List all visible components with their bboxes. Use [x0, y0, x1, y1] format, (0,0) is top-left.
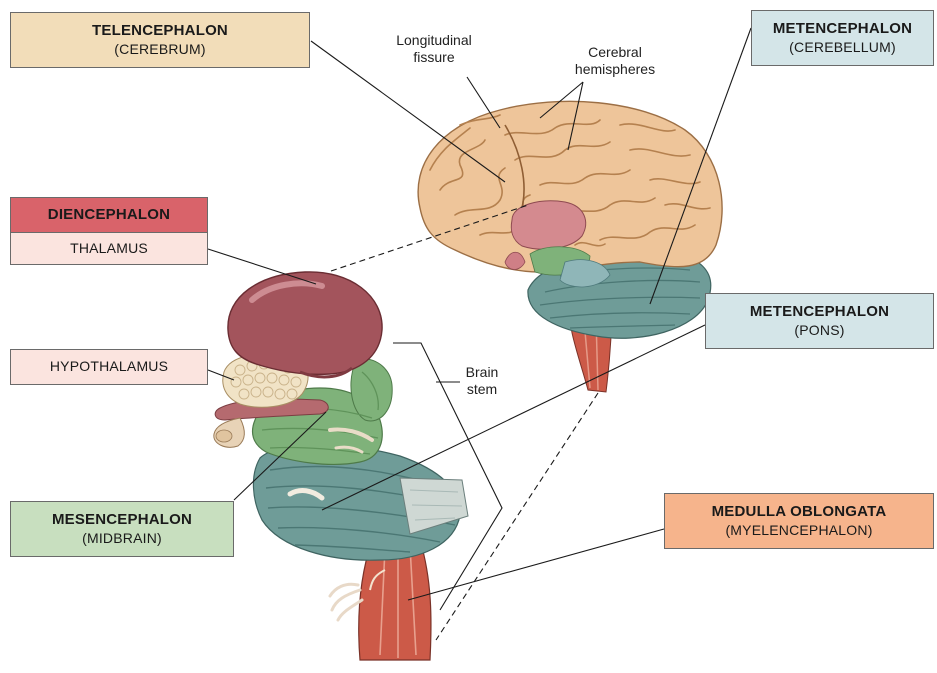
- brain-stem-label: Brain stem: [458, 364, 506, 398]
- metencephalon-cerebellum-title: METENCEPHALON: [773, 20, 912, 38]
- diencephalon-header-box: DIENCEPHALON: [10, 197, 208, 233]
- telencephalon-subtitle: (CEREBRUM): [114, 41, 205, 58]
- thalamus-shape: [228, 272, 382, 375]
- longitudinal-line2: fissure: [382, 49, 486, 66]
- whole-brain-diencephalon: [511, 201, 585, 249]
- longitudinal-fissure-label: Longitudinal fissure: [382, 32, 486, 66]
- mesencephalon-title: MESENCEPHALON: [52, 511, 192, 529]
- metencephalon-cerebellum-box: METENCEPHALON (CEREBELLUM): [751, 10, 934, 66]
- cerebral-line1: Cerebral: [560, 44, 670, 61]
- hypothalamus-box: HYPOTHALAMUS: [10, 349, 208, 385]
- telencephalon-title: TELENCEPHALON: [92, 22, 228, 40]
- metencephalon-pons-subtitle: (PONS): [794, 322, 844, 339]
- whole-brain-cerebrum: [418, 101, 722, 272]
- telencephalon-box: TELENCEPHALON (CEREBRUM): [10, 12, 310, 68]
- mesencephalon-subtitle: (MIDBRAIN): [82, 530, 162, 547]
- metencephalon-cerebellum-subtitle: (CEREBELLUM): [789, 39, 896, 56]
- medulla-subtitle: (MYELENCEPHALON): [725, 522, 872, 539]
- diencephalon-title: DIENCEPHALON: [48, 206, 170, 224]
- whole-brain: [418, 101, 722, 392]
- brain-stem-line2: stem: [458, 381, 506, 398]
- metencephalon-pons-title: METENCEPHALON: [750, 303, 889, 321]
- longitudinal-line1: Longitudinal: [382, 32, 486, 49]
- metencephalon-pons-box: METENCEPHALON (PONS): [705, 293, 934, 349]
- hypothalamus-label: HYPOTHALAMUS: [50, 358, 168, 375]
- thalamus-label: THALAMUS: [70, 240, 148, 257]
- thalamus-box: THALAMUS: [10, 232, 208, 265]
- cerebral-line2: hemispheres: [560, 61, 670, 78]
- cerebral-hemispheres-label: Cerebral hemispheres: [560, 44, 670, 78]
- medulla-box: MEDULLA OBLONGATA (MYELENCEPHALON): [664, 493, 934, 549]
- brain-stem-line1: Brain: [458, 364, 506, 381]
- mesencephalon-box: MESENCEPHALON (MIDBRAIN): [10, 501, 234, 557]
- exploded-brainstem: [214, 272, 468, 660]
- medulla-title: MEDULLA OBLONGATA: [712, 503, 887, 521]
